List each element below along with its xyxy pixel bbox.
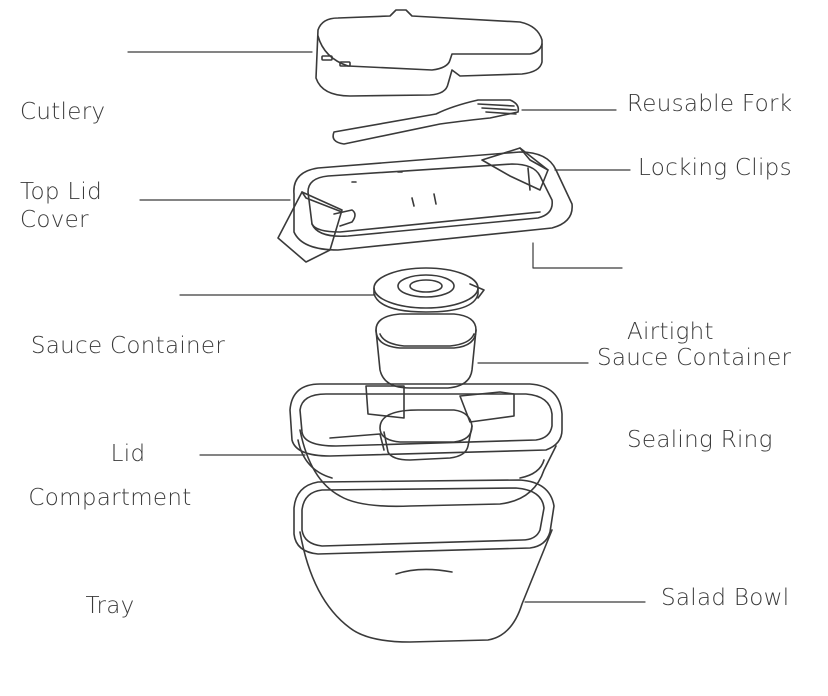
exploded-diagram: Cutlery Cover Reusable Fork Locking Clip…: [20, 9, 793, 643]
sauce-container-shape: [375, 313, 477, 389]
label-salad-bowl: Salad Bowl: [661, 585, 790, 611]
fork-shape: [332, 99, 520, 145]
label-cutlery-cover: Cutlery Cover: [20, 22, 105, 310]
label-locking-clips: Locking Clips: [638, 155, 792, 181]
label-sauce-lid-line2: Lid: [110, 441, 146, 467]
salad-bowl-shape: [293, 479, 555, 643]
sauce-lid-shape: [373, 267, 485, 313]
label-cutlery-cover-line1: Cutlery: [20, 99, 106, 125]
label-airtight-line1: Airtight: [627, 319, 714, 345]
label-sauce-lid-line1: Sauce Container: [30, 333, 226, 359]
leader-lines: [127, 51, 646, 603]
cutlery-cover-shape: [315, 9, 543, 97]
label-reusable-fork: Reusable Fork: [627, 91, 793, 117]
label-compartment-tray: Compartment Tray: [20, 408, 200, 696]
label-compartment-line2: Tray: [85, 593, 135, 619]
top-lid-shape: [277, 147, 573, 263]
label-top-lid: Top Lid: [20, 179, 103, 205]
label-cutlery-cover-line2: Cover: [20, 207, 89, 233]
label-airtight-sealing-ring: Airtight Sealing Ring: [627, 242, 773, 530]
diagram-artwork: [127, 9, 646, 643]
leader-airtight-ring: [532, 242, 623, 269]
compartment-tray-shape: [289, 383, 563, 508]
label-sauce-container-lid: Sauce Container Lid: [20, 256, 236, 544]
label-sauce-container: Sauce Container: [597, 345, 792, 371]
label-airtight-line2: Sealing Ring: [627, 427, 773, 453]
label-compartment-line1: Compartment: [28, 485, 192, 511]
